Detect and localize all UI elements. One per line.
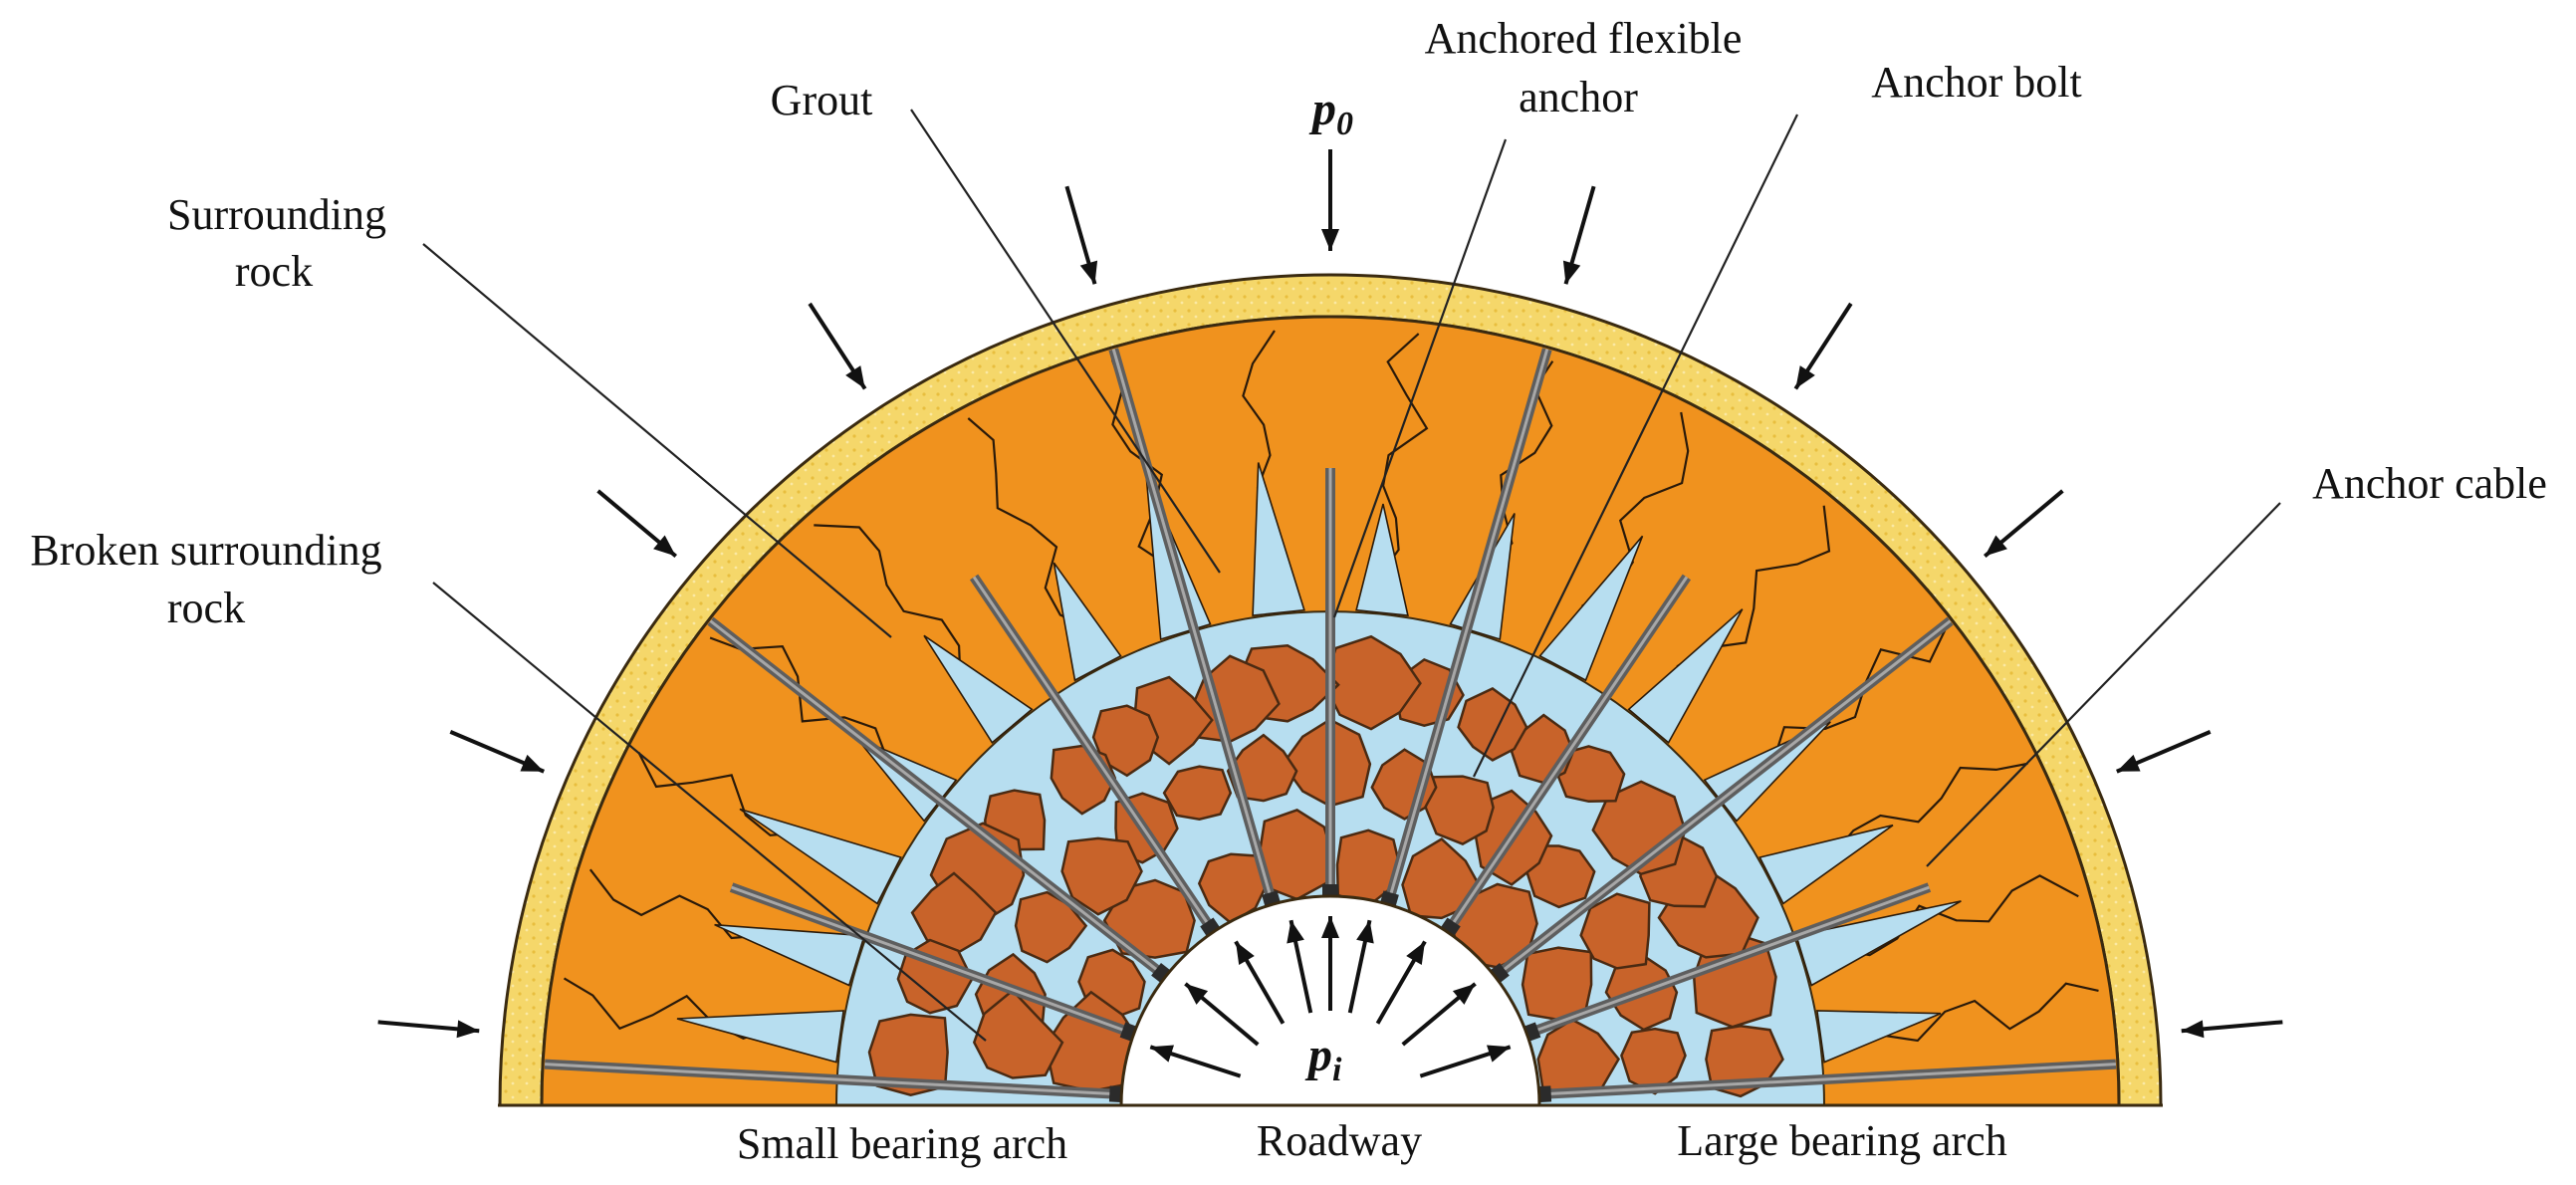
grout-seepage — [1815, 1010, 1942, 1064]
rock-block — [1091, 704, 1160, 778]
leader-grout — [910, 109, 1221, 574]
grout-seepage — [923, 634, 1034, 744]
grout-seepage — [1355, 503, 1409, 617]
grout-seepage — [1627, 608, 1744, 745]
external-pressure-arrows — [377, 149, 2283, 1039]
grout-seepage — [676, 1010, 845, 1064]
pressure-arrow — [596, 489, 678, 559]
pressure-arrow — [1793, 302, 1853, 390]
support-arrow — [1401, 982, 1477, 1047]
leader-anchor-bolt — [1473, 114, 1798, 778]
rock-block — [910, 871, 998, 957]
rock-cracks — [563, 330, 2099, 1064]
support-arrow — [1149, 1045, 1242, 1078]
label-anchored-flexible-anchor-line1: Anchored flexible — [1425, 14, 1743, 63]
rock-block — [1226, 733, 1298, 803]
label-anchored-flexible-anchor-line2: anchor — [1519, 73, 1638, 121]
pressure-arrow — [449, 730, 545, 774]
rock-block — [1457, 687, 1528, 762]
bolt-highlight — [972, 576, 1214, 932]
bolt-highlight — [1527, 885, 1930, 1035]
symbol-inner-pressure: pi — [1304, 1029, 1342, 1088]
leader-anchored-flexible-anchor — [1332, 138, 1508, 618]
rock-block — [1620, 1027, 1687, 1095]
rock-block — [1579, 892, 1651, 970]
label-small-bearing-arch: Small bearing arch — [737, 1119, 1067, 1168]
label-anchor-cable: Anchor cable — [2312, 459, 2547, 508]
symbol-outer-pressure: p0 — [1308, 83, 1353, 142]
leader-anchor-cable — [1926, 502, 2281, 867]
bolt-highlight — [1111, 349, 1275, 903]
grout-seepage — [1252, 462, 1305, 616]
support-arrow — [1184, 982, 1260, 1047]
rock-block — [1162, 765, 1233, 821]
label-broken-surrounding-rock-line2: rock — [167, 584, 245, 632]
bolt-highlight — [1496, 619, 1952, 977]
internal-support-pressure-arrows — [1149, 916, 1512, 1078]
bolt-highlight — [1540, 1063, 2116, 1096]
label-surrounding-rock-line1: Surrounding — [167, 190, 386, 239]
pressure-arrow — [2181, 1020, 2283, 1039]
support-arrow — [1419, 1045, 1512, 1078]
pressure-arrow — [2116, 730, 2212, 774]
label-surrounding-rock-line2: rock — [235, 247, 313, 296]
bolt-highlight — [545, 1063, 1120, 1096]
support-arrow — [1347, 919, 1374, 1014]
pressure-arrow — [1321, 149, 1339, 251]
grout-seepage — [714, 923, 866, 987]
leader-broken-surrounding-rock — [432, 582, 987, 1042]
label-roadway: Roadway — [1257, 1116, 1422, 1165]
leader-lines — [422, 109, 2281, 1042]
bolt-highlight — [1447, 576, 1689, 932]
rock-block — [1060, 836, 1143, 916]
label-anchor-bolt: Anchor bolt — [1871, 58, 2081, 107]
rock-block — [972, 988, 1064, 1079]
grout-seepage — [1053, 562, 1122, 682]
bolt-highlight — [1386, 349, 1549, 903]
bolt-highlight — [709, 619, 1165, 977]
leader-surrounding-rock — [422, 243, 892, 638]
anchor-bolts-and-cables — [544, 348, 2117, 1103]
pressure-arrow — [1064, 185, 1098, 285]
grout-seepage — [1703, 721, 1831, 823]
support-arrow — [1234, 940, 1286, 1025]
pressure-arrow — [1562, 185, 1596, 285]
pressure-arrow — [1983, 489, 2064, 559]
pressure-arrow — [808, 302, 867, 390]
label-broken-surrounding-rock-line1: Broken surrounding — [30, 526, 381, 575]
pressure-arrow — [377, 1020, 480, 1039]
support-arrow — [1321, 916, 1339, 1011]
label-large-bearing-arch: Large bearing arch — [1677, 1116, 2006, 1165]
grout-seepage — [1538, 535, 1644, 682]
grout-seepage — [1758, 824, 1894, 905]
support-arrow — [1287, 919, 1313, 1014]
grout-seepage — [1794, 900, 1962, 987]
grout-seepage — [739, 808, 902, 905]
bolt-highlight — [731, 885, 1133, 1035]
label-grout: Grout — [771, 76, 873, 124]
support-arrow — [1375, 940, 1427, 1025]
